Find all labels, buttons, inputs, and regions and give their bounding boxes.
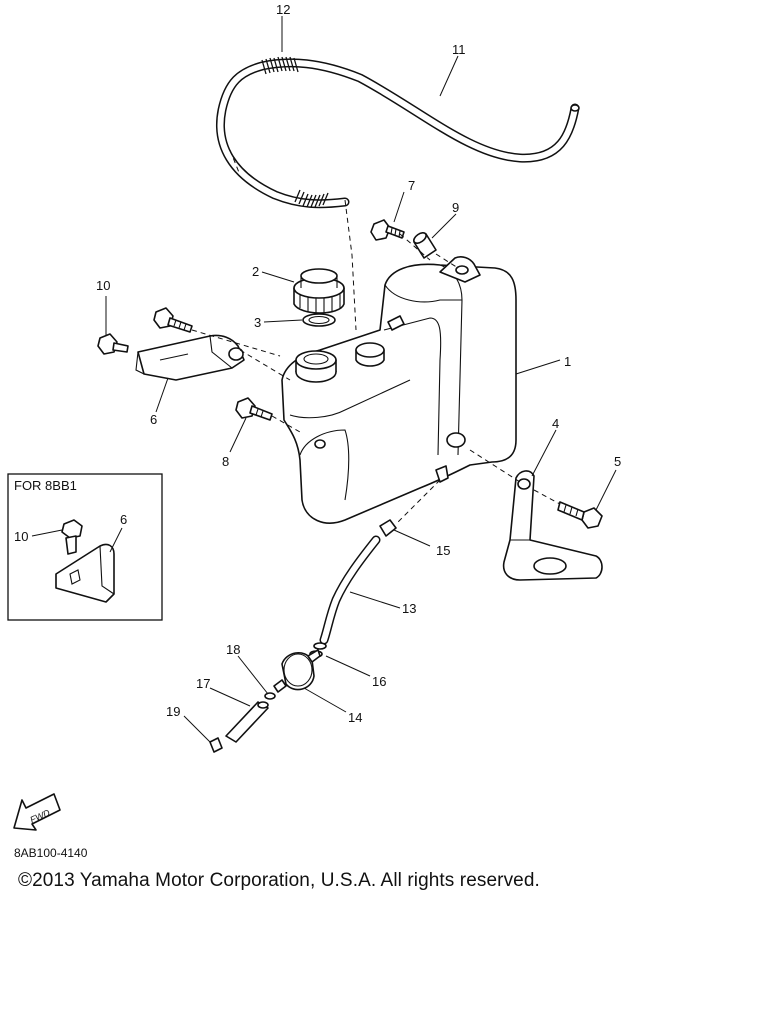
callout-11: 11: [452, 42, 466, 57]
inset-callout-6: 6: [120, 512, 127, 527]
gasket-3: [302, 313, 336, 327]
hose-13: [319, 535, 381, 645]
callout-8: 8: [222, 454, 229, 469]
callout-7: 7: [408, 178, 415, 193]
clamp-18: [264, 692, 276, 700]
callout-9: 9: [452, 200, 459, 215]
filler-cap-2: [293, 268, 345, 314]
bracket-4: [502, 470, 603, 581]
collar-9: [413, 232, 437, 259]
callout-18: 18: [226, 642, 240, 657]
callout-19: 19: [166, 704, 180, 719]
callout-13: 13: [402, 601, 416, 616]
callout-16: 16: [372, 674, 386, 689]
hose-route-line-2: [229, 149, 241, 176]
bolt-5: [557, 501, 603, 529]
callout-3: 3: [254, 315, 261, 330]
hose-clip-spring-12: [261, 56, 329, 208]
callout-10: 10: [96, 278, 110, 293]
hose-17: [225, 701, 269, 743]
fuel-filter-14: [273, 649, 321, 693]
callout-2: 2: [252, 264, 259, 279]
hose-route-line: [344, 199, 357, 331]
callout-6: 6: [150, 412, 157, 427]
breather-hose-11: [216, 58, 580, 209]
oil-tank-1: [281, 256, 517, 524]
bracket-6: [135, 334, 245, 381]
leader-lines: [105, 16, 617, 743]
copyright-notice: ©2013 Yamaha Motor Corporation, U.S.A. A…: [18, 870, 540, 891]
clamp-19: [209, 737, 223, 753]
fwd-arrow-icon: FWD: [13, 793, 61, 831]
bolt-10: [97, 333, 129, 355]
inset-callout-10: 10: [14, 529, 28, 544]
bolt-8: [235, 397, 273, 421]
callout-5: 5: [614, 454, 621, 469]
callout-4: 4: [552, 416, 559, 431]
clamp-15: [379, 519, 397, 537]
inset-for-8bb1: FOR 8BB1 10 6: [7, 473, 163, 621]
bolt-upper: [153, 307, 193, 333]
callout-1: 1: [564, 354, 571, 369]
reference-code: 8AB100-4140: [14, 846, 88, 860]
bolt-7: [370, 219, 405, 241]
callout-15: 15: [436, 543, 450, 558]
inset-bolt-10: [61, 519, 83, 555]
callout-17: 17: [196, 676, 210, 691]
callout-14: 14: [348, 710, 362, 725]
inset-title: FOR 8BB1: [14, 478, 77, 493]
callout-12: 12: [276, 2, 290, 17]
